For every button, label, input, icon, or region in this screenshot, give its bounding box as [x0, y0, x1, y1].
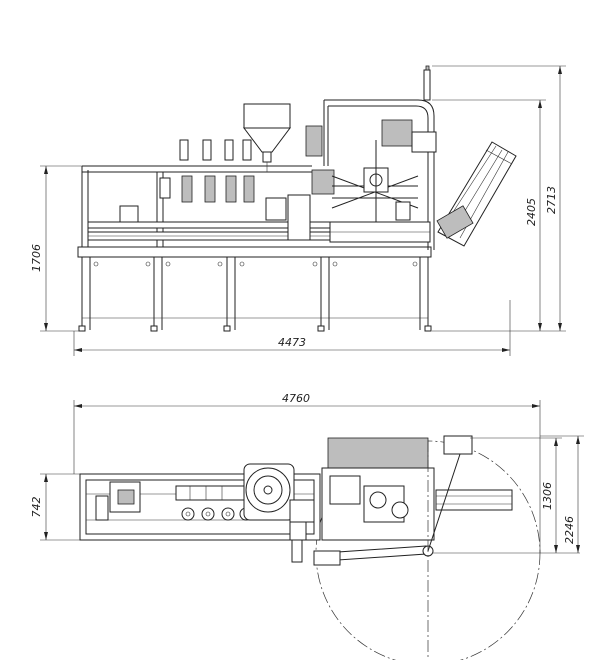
dim-4760: 4760: [282, 392, 310, 405]
table-top: [77, 246, 432, 258]
filling-heads: [119, 139, 287, 223]
top-dims: [40, 400, 584, 554]
hopper: [243, 103, 291, 172]
dim-1706: 1706: [30, 244, 43, 272]
top-view: 4760 742 1306 2246: [30, 392, 584, 665]
carton-magazine: [436, 141, 517, 247]
cartoner-tower: [305, 65, 437, 250]
dim-2246: 2246: [563, 516, 576, 544]
dim-2405: 2405: [525, 198, 538, 226]
front-view: 1706 4473 2405 2713: [30, 65, 566, 356]
dim-742: 742: [30, 497, 43, 518]
front-dims: [40, 65, 566, 356]
dim-4473: 4473: [278, 336, 306, 349]
dim-2713: 2713: [545, 186, 558, 214]
swing-arm: [313, 435, 473, 566]
dim-1306: 1306: [541, 482, 554, 510]
